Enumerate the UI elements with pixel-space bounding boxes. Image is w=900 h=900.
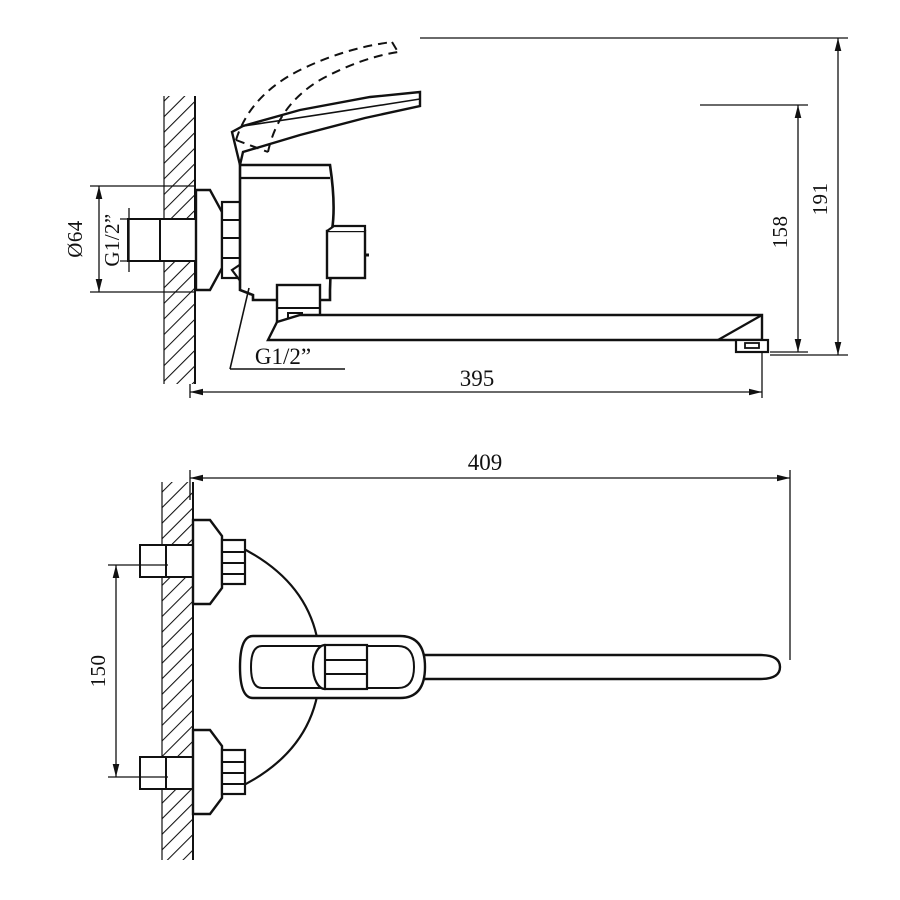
dimension-label-g12-inlet: G1/2” xyxy=(100,213,124,266)
handle-hub-top xyxy=(311,643,369,691)
dimension-191: 191 xyxy=(420,37,848,356)
inlet-pipe-side xyxy=(127,218,197,262)
spout-arm-top xyxy=(328,653,782,681)
wall-section-top xyxy=(161,482,194,860)
inlet-pipe-top-upper xyxy=(139,544,195,578)
dimension-150: 150 xyxy=(86,564,168,778)
dimension-label-g12-outlet: G1/2” xyxy=(255,344,311,369)
lever-handle-side xyxy=(230,90,422,166)
side-elevation-view: Ø64 G1/2” G1/2” 395 xyxy=(63,37,848,398)
escutcheon-top-upper xyxy=(191,518,247,606)
escutcheon-side xyxy=(194,188,224,292)
dimension-d64: Ø64 xyxy=(63,185,196,293)
escutcheon-top-lower xyxy=(191,728,247,816)
inlet-pipe-top-lower xyxy=(139,756,195,790)
dimension-409: 409 xyxy=(189,450,791,660)
dimension-158: 158 xyxy=(700,104,808,353)
dimension-label-158: 158 xyxy=(768,216,792,249)
dimension-g12-inlet: G1/2” xyxy=(100,208,162,272)
dimension-label-409: 409 xyxy=(468,450,503,475)
dimension-label-150: 150 xyxy=(86,655,110,688)
aerator-side xyxy=(734,338,770,354)
dimension-395: 395 xyxy=(189,352,763,398)
lever-handle-raised-dashed xyxy=(235,41,399,153)
dimension-label-d64: Ø64 xyxy=(63,220,87,257)
side-outlet-connector xyxy=(325,224,369,280)
mixer-body-side xyxy=(238,163,335,302)
leader-g12-outlet: G1/2” xyxy=(229,287,345,370)
spout-arm-side xyxy=(266,313,764,342)
top-plan-view: 409 150 xyxy=(86,450,791,860)
dimension-label-395: 395 xyxy=(460,366,495,391)
dimension-label-191: 191 xyxy=(808,183,832,216)
